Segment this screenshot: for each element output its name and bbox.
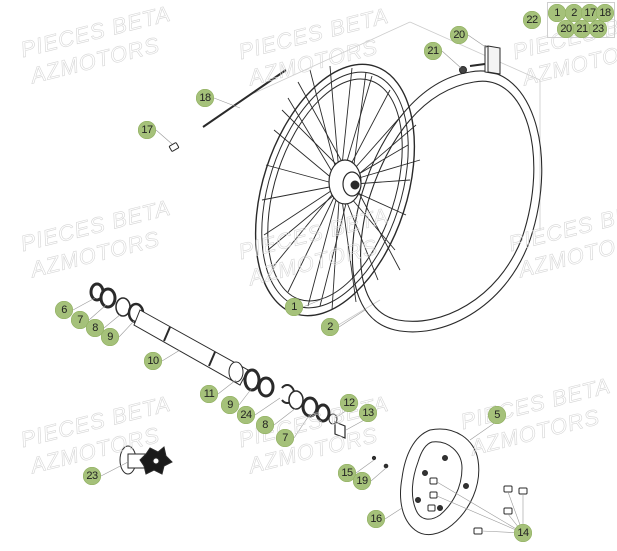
part-callout-17[interactable]: 17 — [138, 121, 156, 139]
part-callout-8b[interactable]: 8 — [256, 416, 274, 434]
part-callout-9a[interactable]: 9 — [101, 328, 119, 346]
part-callout-5[interactable]: 5 — [488, 406, 506, 424]
part-callout-7a[interactable]: 7 — [71, 311, 89, 329]
kit-item-2[interactable]: 2 — [565, 4, 583, 22]
brake-disc — [371, 428, 480, 536]
kit-item-23[interactable]: 23 — [589, 20, 607, 38]
part-callout-24[interactable]: 24 — [237, 406, 255, 424]
part-callout-13[interactable]: 13 — [359, 404, 377, 422]
part-callout-2[interactable]: 2 — [321, 318, 339, 336]
part-callout-1[interactable]: 1 — [285, 298, 303, 316]
kit-item-17[interactable]: 17 — [581, 4, 599, 22]
part-callout-11[interactable]: 11 — [200, 385, 218, 403]
kit-item-1[interactable]: 1 — [548, 4, 566, 22]
part-callout-21[interactable]: 21 — [424, 42, 442, 60]
part-callout-14[interactable]: 14 — [514, 524, 532, 542]
part-callout-12[interactable]: 12 — [340, 394, 358, 412]
part-callout-15[interactable]: 15 — [338, 464, 356, 482]
part-callout-10[interactable]: 10 — [144, 352, 162, 370]
spoke-part — [202, 69, 287, 128]
spoke-nipple — [168, 142, 180, 152]
kit-item-20[interactable]: 20 — [557, 20, 575, 38]
kit-item-18[interactable]: 18 — [596, 4, 614, 22]
part-callout-9b[interactable]: 9 — [221, 396, 239, 414]
part-callout-6[interactable]: 6 — [55, 301, 73, 319]
part-callout-22[interactable]: 22 — [523, 11, 541, 29]
rim-band — [351, 70, 543, 333]
part-callout-19[interactable]: 19 — [353, 472, 371, 490]
rim-lock — [459, 45, 501, 75]
part-callout-8a[interactable]: 8 — [86, 319, 104, 337]
part-callout-23[interactable]: 23 — [83, 467, 101, 485]
part-callout-18[interactable]: 18 — [196, 89, 214, 107]
part-callout-20[interactable]: 20 — [450, 26, 468, 44]
part-callout-7b[interactable]: 7 — [276, 429, 294, 447]
kit-item-21[interactable]: 21 — [573, 20, 591, 38]
axle-assembly — [89, 282, 346, 439]
hub-carrier — [119, 445, 173, 475]
part-callout-16[interactable]: 16 — [367, 510, 385, 528]
